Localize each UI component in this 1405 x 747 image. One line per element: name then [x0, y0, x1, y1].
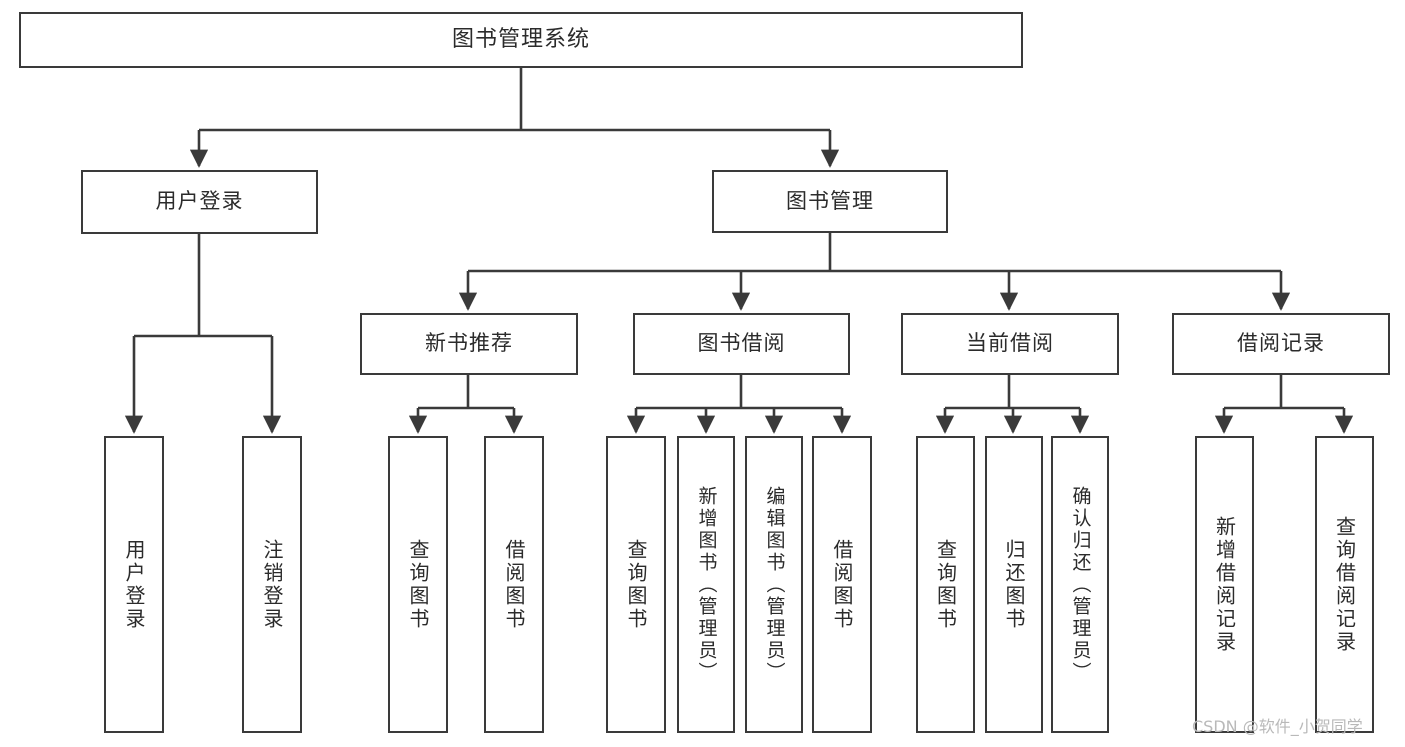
- leaf-logout-login[interactable]: 注销登录: [242, 436, 302, 733]
- node-label: 用户登录: [155, 189, 244, 214]
- node-new-book-recommendation[interactable]: 新书推荐: [360, 313, 578, 375]
- node-root-book-management-system[interactable]: 图书管理系统: [19, 12, 1023, 68]
- node-label: 查询借阅记录: [1332, 515, 1357, 654]
- node-label: 新书推荐: [425, 331, 513, 356]
- node-label: 确认归还（管理员）: [1069, 485, 1092, 684]
- node-current-borrowing[interactable]: 当前借阅: [901, 313, 1119, 375]
- node-book-borrowing[interactable]: 图书借阅: [633, 313, 850, 375]
- node-label: 图书借阅: [697, 331, 786, 356]
- leaf-current-borrow-return-books[interactable]: 归还图书: [985, 436, 1043, 733]
- node-borrowing-record[interactable]: 借阅记录: [1172, 313, 1390, 375]
- leaf-book-borrow-edit-book-admin[interactable]: 编辑图书（管理员）: [745, 436, 803, 733]
- leaf-current-borrow-query-books[interactable]: 查询图书: [916, 436, 975, 733]
- leaf-current-borrow-confirm-return-admin[interactable]: 确认归还（管理员）: [1051, 436, 1109, 733]
- leaf-new-book-query-books[interactable]: 查询图书: [388, 436, 448, 733]
- node-label: 借阅图书: [502, 538, 526, 631]
- leaf-user-login[interactable]: 用户登录: [104, 436, 164, 733]
- leaf-book-borrow-add-book-admin[interactable]: 新增图书（管理员）: [677, 436, 735, 733]
- node-user-login[interactable]: 用户登录: [81, 170, 318, 234]
- leaf-borrow-record-add-record[interactable]: 新增借阅记录: [1195, 436, 1254, 733]
- node-label: 新增借阅记录: [1212, 515, 1237, 654]
- node-label: 编辑图书（管理员）: [763, 485, 786, 684]
- leaf-book-borrow-borrow-books[interactable]: 借阅图书: [812, 436, 872, 733]
- node-label: 图书管理: [786, 188, 874, 213]
- node-label: 当前借阅: [966, 331, 1054, 356]
- node-label: 注销登录: [260, 538, 284, 631]
- leaf-borrow-record-query-record[interactable]: 查询借阅记录: [1315, 436, 1374, 733]
- node-label: 用户登录: [122, 538, 146, 631]
- node-label: 查询图书: [933, 538, 958, 631]
- csdn-watermark: CSDN @软件_小贺同学: [1192, 717, 1363, 736]
- node-label: 图书管理系统: [451, 26, 590, 52]
- node-label: 新增图书（管理员）: [695, 485, 718, 684]
- node-label: 查询图书: [406, 538, 430, 631]
- node-book-management[interactable]: 图书管理: [712, 170, 948, 233]
- node-label: 查询图书: [624, 538, 648, 631]
- node-label: 借阅记录: [1237, 331, 1325, 356]
- node-label: 借阅图书: [830, 538, 854, 631]
- node-label: 归还图书: [1002, 538, 1026, 631]
- leaf-new-book-borrow-books[interactable]: 借阅图书: [484, 436, 544, 733]
- leaf-book-borrow-query-books[interactable]: 查询图书: [606, 436, 666, 733]
